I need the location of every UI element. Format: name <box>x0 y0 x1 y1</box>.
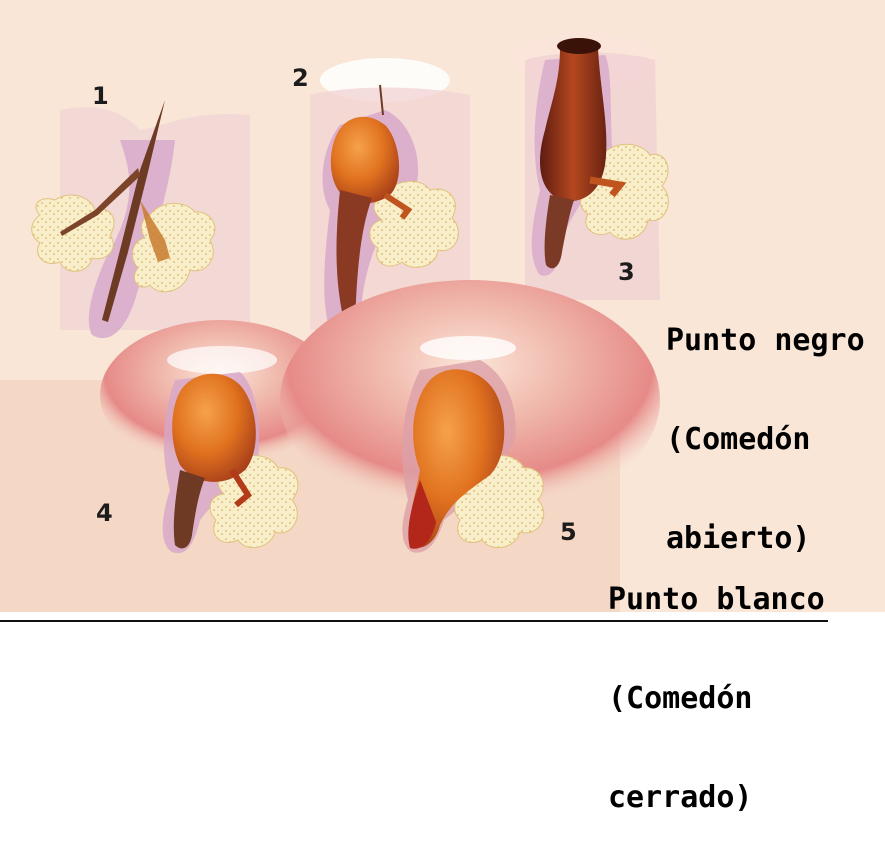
stage-4-sebum-mass <box>172 374 256 482</box>
stage-5-caption: Punto blanco (Comedón cerrado) <box>608 517 825 847</box>
stage-5-number: 5 <box>560 518 577 546</box>
stage-3-open-comedone <box>510 32 668 300</box>
stage-3-caption-line-1: Punto negro <box>666 324 865 357</box>
stage-3-caption-line-2: (Comedón <box>666 423 865 456</box>
stage-1-normal-follicle <box>32 100 250 338</box>
stage-5-caption-line-1: Punto blanco <box>608 583 825 616</box>
stage-5-caption-line-2: (Comedón <box>608 682 825 715</box>
stage-2-sebum-plug <box>331 117 399 203</box>
stage-1-number: 1 <box>92 82 109 110</box>
stage-4-number: 4 <box>96 499 113 527</box>
stage-5-caption-line-3: cerrado) <box>608 781 825 814</box>
stage-3-black-tip <box>557 38 601 54</box>
stage-2-number: 2 <box>292 64 309 92</box>
stage-3-number: 3 <box>618 258 635 286</box>
